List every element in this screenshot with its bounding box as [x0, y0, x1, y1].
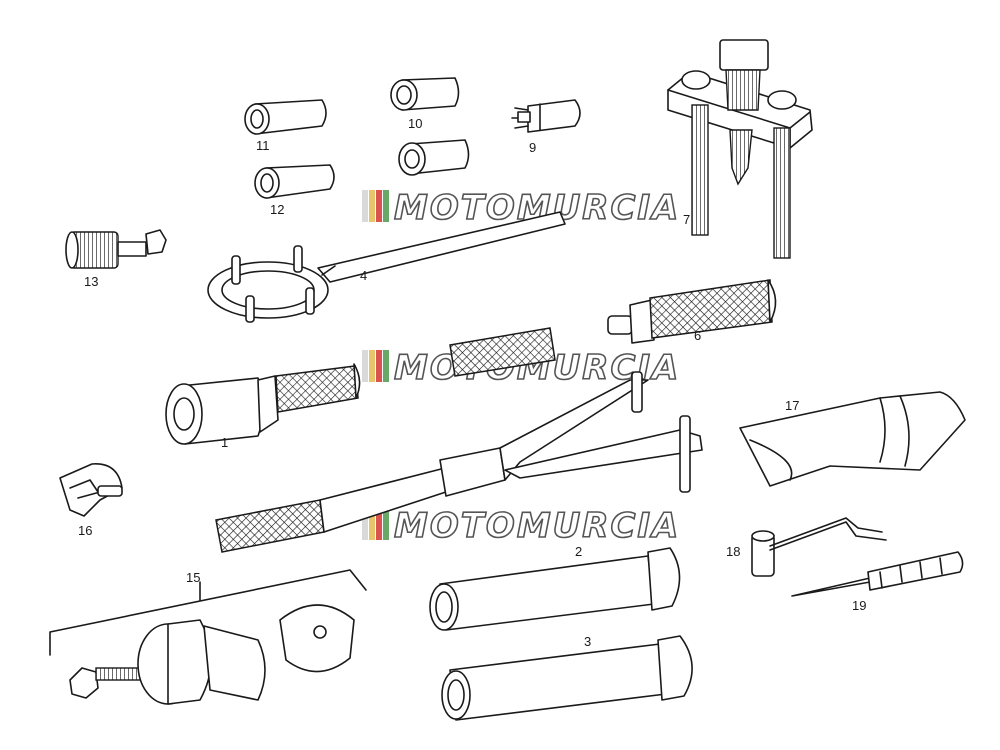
callout-2: 2 [575, 544, 582, 559]
tool-4-pin-wrench [207, 211, 566, 323]
tool-9-collet [511, 99, 581, 133]
watermark-3: MOTOMURCIA [362, 505, 680, 547]
tool-6-knurled-drift [607, 279, 777, 344]
callout-16: 16 [78, 523, 92, 538]
callout-6: 6 [694, 328, 701, 343]
callout-17: 17 [785, 398, 799, 413]
tool-11-tapered-sleeve [244, 99, 327, 135]
callout-9: 9 [529, 140, 536, 155]
tool-15-puller-kit [49, 569, 367, 705]
callout-18: 18 [726, 544, 740, 559]
tool-2-tube [429, 547, 681, 631]
watermark-text: MOTOMURCIA [394, 506, 680, 546]
tool-10b-sleeve [398, 139, 470, 176]
callout-12: 12 [270, 202, 284, 217]
tool-1-knurled-socket [165, 327, 556, 445]
callout-13: 13 [84, 274, 98, 289]
callout-7: 7 [683, 212, 690, 227]
tool-18-socket-wrench [751, 517, 887, 577]
tool-19-screwdriver [791, 551, 964, 597]
callout-10: 10 [408, 116, 422, 131]
callout-15: 15 [186, 570, 200, 585]
tool-7-puller [667, 39, 813, 259]
tool-13-threaded-adapter [65, 229, 167, 269]
tool-3-tube [441, 635, 693, 721]
callout-11: 11 [256, 138, 270, 153]
callout-1: 1 [221, 435, 228, 450]
callout-4: 4 [360, 268, 367, 283]
tool-10-sleeve [390, 77, 460, 111]
tool-fork-holder [215, 371, 703, 553]
tool-17-bag [739, 391, 966, 487]
tool-16-segment [59, 463, 123, 517]
callout-3: 3 [584, 634, 591, 649]
tool-12-tapered-sleeve [254, 164, 335, 199]
callout-19: 19 [852, 598, 866, 613]
